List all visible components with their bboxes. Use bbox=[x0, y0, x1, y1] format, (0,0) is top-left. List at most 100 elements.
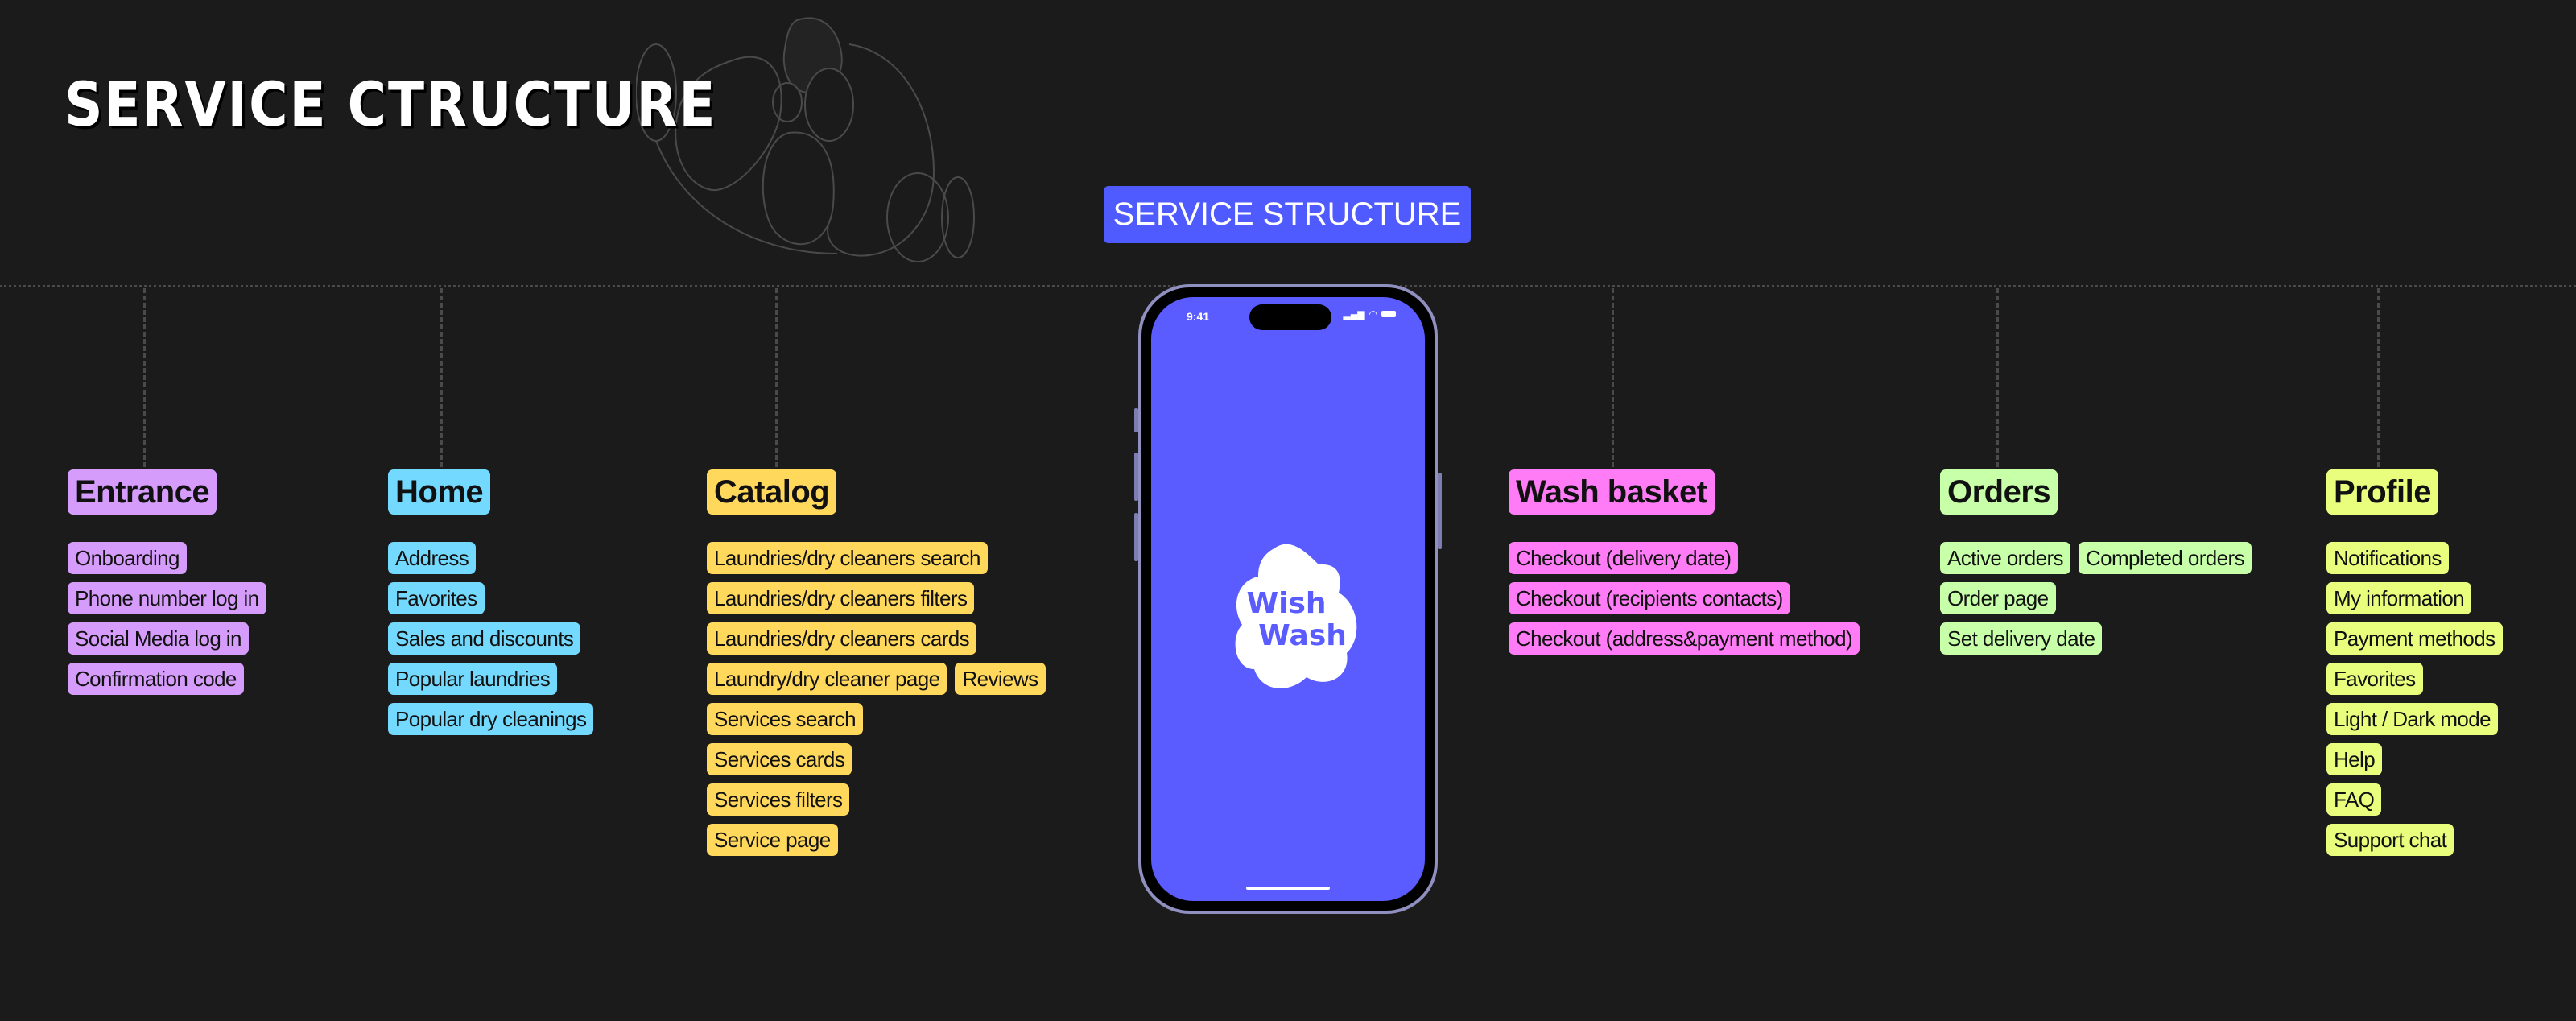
signal-icon: ▂▄▆ bbox=[1343, 308, 1365, 320]
screen-item-tag: Favorites bbox=[388, 582, 485, 614]
item-row: Phone number log in bbox=[68, 582, 266, 614]
screen-item-tag: Services filters bbox=[707, 783, 850, 816]
section-items: Checkout (delivery date) Checkout (recipi… bbox=[1509, 542, 1860, 655]
item-row: Set delivery date bbox=[1940, 622, 2252, 655]
screen-item-tag: Address bbox=[388, 542, 477, 574]
home-indicator bbox=[1246, 887, 1330, 890]
connector-wash-basket bbox=[1612, 288, 1614, 467]
item-row: Laundries/dry cleaners cards bbox=[707, 622, 1046, 655]
decorative-blob-illustration bbox=[636, 17, 975, 262]
screen-item-tag: Reviews bbox=[955, 663, 1046, 695]
section-header: Catalog bbox=[707, 469, 837, 515]
screen-item-tag: Confirmation code bbox=[68, 663, 244, 695]
screen-item-tag: Light / Dark mode bbox=[2326, 703, 2499, 735]
screen-item-tag: Social Media log in bbox=[68, 622, 249, 655]
item-row: Payment methods bbox=[2326, 622, 2503, 655]
screen-item-tag: Payment methods bbox=[2326, 622, 2503, 655]
screen-item-tag: Laundry/dry cleaner page bbox=[707, 663, 947, 695]
item-row: Notifications bbox=[2326, 542, 2503, 574]
item-row: Favorites bbox=[388, 582, 593, 614]
item-row: Services cards bbox=[707, 743, 1046, 775]
section-header: Entrance bbox=[68, 469, 217, 515]
screen-item-tag: Services search bbox=[707, 703, 863, 735]
screen-item-tag: Order page bbox=[1940, 582, 2056, 614]
screen-item-tag: Set delivery date bbox=[1940, 622, 2103, 655]
item-row: Checkout (delivery date) bbox=[1509, 542, 1860, 574]
logo-word-wish: Wish bbox=[1246, 587, 1326, 620]
wifi-icon: ◠ bbox=[1368, 308, 1377, 320]
item-row: Address bbox=[388, 542, 593, 574]
phone-volume-down-button bbox=[1134, 513, 1138, 561]
item-row: Onboarding bbox=[68, 542, 266, 574]
connector-orders bbox=[1996, 288, 1999, 467]
connector-catalog bbox=[775, 288, 778, 467]
dynamic-island bbox=[1249, 304, 1331, 330]
screen-item-tag: Support chat bbox=[2326, 824, 2454, 856]
item-row: My information bbox=[2326, 582, 2503, 614]
screen-item-tag: Checkout (address&payment method) bbox=[1509, 622, 1860, 655]
screen-item-tag: Laundries/dry cleaners filters bbox=[707, 582, 975, 614]
item-row: Light / Dark mode bbox=[2326, 703, 2503, 735]
phone-action-button bbox=[1134, 408, 1138, 432]
logo-word-wash: Wash bbox=[1258, 619, 1347, 652]
item-row: Checkout (address&payment method) bbox=[1509, 622, 1860, 655]
item-row: Laundries/dry cleaners search bbox=[707, 542, 1046, 574]
service-structure-badge: SERVICE STRUCTURE bbox=[1104, 186, 1471, 243]
item-row: Popular dry cleanings bbox=[388, 703, 594, 735]
battery-icon bbox=[1381, 311, 1396, 317]
item-row: Checkout (recipients contacts) bbox=[1509, 582, 1860, 614]
item-row: Social Media log in bbox=[68, 622, 266, 655]
screen-item-tag: Favorites bbox=[2326, 663, 2423, 695]
screen-item-tag: FAQ bbox=[2326, 783, 2382, 816]
screen-item-tag: Completed orders bbox=[2078, 542, 2252, 574]
screen-item-tag: Sales and discounts bbox=[388, 622, 581, 655]
phone-power-button bbox=[1438, 473, 1442, 549]
item-row: Services filters bbox=[707, 783, 1046, 816]
wishwash-logo: Wish Wash bbox=[1235, 544, 1357, 688]
screen-item-tag: Checkout (delivery date) bbox=[1509, 542, 1739, 574]
screen-item-tag: My information bbox=[2326, 582, 2472, 614]
screen-item-tag: Laundries/dry cleaners search bbox=[707, 542, 988, 574]
item-row: Support chat bbox=[2326, 824, 2503, 856]
phone-screen: 9:41 ▂▄▆ ◠ Wish Wash bbox=[1151, 297, 1425, 901]
connector-entrance bbox=[143, 288, 146, 467]
item-row: Sales and discounts bbox=[388, 622, 593, 655]
screen-item-tag: Services cards bbox=[707, 743, 852, 775]
item-row: Favorites bbox=[2326, 663, 2503, 695]
screen-item-tag: Popular laundries bbox=[388, 663, 558, 695]
item-row: FAQ bbox=[2326, 783, 2503, 816]
status-icons: ▂▄▆ ◠ bbox=[1344, 308, 1396, 320]
phone-mockup: 9:41 ▂▄▆ ◠ Wish Wash bbox=[1134, 284, 1442, 914]
section-header: Wash basket bbox=[1509, 469, 1715, 515]
item-row: Services search bbox=[707, 703, 1046, 735]
item-row: Order page bbox=[1940, 582, 2252, 614]
status-time: 9:41 bbox=[1187, 310, 1210, 323]
connector-profile bbox=[2377, 288, 2380, 467]
phone-volume-up-button bbox=[1134, 453, 1138, 501]
connector-home bbox=[440, 288, 443, 467]
item-row: Confirmation code bbox=[68, 663, 266, 695]
section-header: Home bbox=[388, 469, 491, 515]
section-header: Orders bbox=[1940, 469, 2058, 515]
item-row: Service page bbox=[707, 824, 1046, 856]
screen-item-tag: Checkout (recipients contacts) bbox=[1509, 582, 1790, 614]
item-row: Help bbox=[2326, 743, 2503, 775]
screen-item-tag: Phone number log in bbox=[68, 582, 266, 614]
page-title: SERVICE CTRUCTURE bbox=[64, 69, 717, 141]
screen-item-tag: Service page bbox=[707, 824, 838, 856]
screen-item-tag: Laundries/dry cleaners cards bbox=[707, 622, 977, 655]
section-header: Profile bbox=[2326, 469, 2438, 515]
